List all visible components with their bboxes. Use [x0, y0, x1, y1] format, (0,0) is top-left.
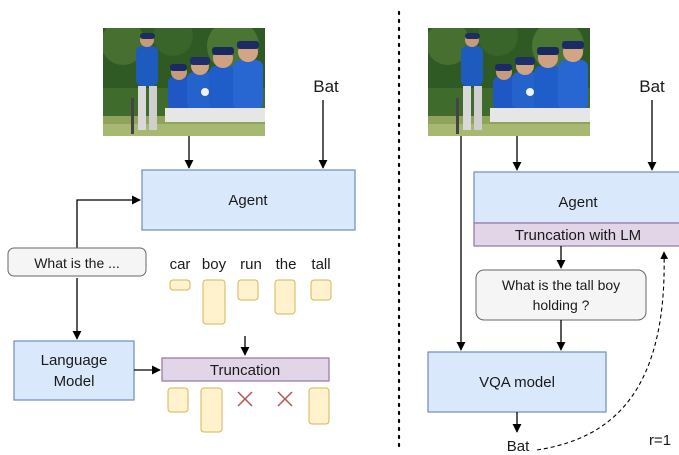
left-panel: Bat Agent What is the ... car boy run th…: [7, 28, 356, 433]
language-model-label-line2: Model: [54, 373, 95, 390]
vqa-model-box: [427, 351, 607, 413]
vqa-model-label: VQA model: [479, 374, 555, 391]
token-bar-tall: [310, 279, 332, 301]
language-model-label-line1: Language: [41, 352, 108, 369]
removed-token-cross-1: [237, 391, 253, 407]
token-bar-car: [169, 279, 191, 291]
token-bar-run: [237, 279, 259, 301]
token-bar-boy: [202, 279, 226, 325]
word-boy: boy: [202, 256, 227, 273]
truncation-box: [161, 357, 330, 382]
reward-feedback-arrow: [536, 251, 669, 451]
word-car: car: [170, 256, 191, 273]
word-the: the: [276, 256, 297, 273]
truncation-lm-label: Truncation with LM: [515, 227, 641, 244]
question-label-right-line1: What is the tall boy: [502, 277, 620, 293]
target-label-right: Bat: [639, 77, 665, 96]
agent-label-right: Agent: [558, 194, 598, 211]
question-label-left: What is the ...: [34, 255, 120, 271]
word-tall: tall: [311, 256, 330, 273]
truncation-lm-box: [473, 222, 679, 247]
truncated-bar-5: [308, 387, 330, 425]
truncated-bar-2: [200, 387, 223, 433]
language-model-box: [13, 340, 135, 401]
truncated-bar-1: [167, 387, 189, 413]
input-image-right: [428, 28, 590, 136]
truncation-label: Truncation: [210, 362, 280, 379]
removed-token-cross-2: [277, 391, 293, 407]
question-label-right-line2: holding ?: [533, 297, 590, 313]
question-bubble-left: [7, 247, 147, 277]
reward-label: r=1: [649, 432, 671, 449]
token-bar-the: [274, 279, 296, 315]
agent-box-left: [141, 169, 356, 231]
agent-label-left: Agent: [228, 192, 268, 209]
input-image-left: [103, 28, 265, 136]
answer-label: Bat: [507, 438, 530, 455]
target-label-left: Bat: [313, 77, 339, 96]
word-run: run: [240, 256, 262, 273]
right-panel: Bat Agent Truncation with LM What is the…: [427, 28, 679, 455]
arrow-loop-to-agent: [76, 195, 141, 258]
